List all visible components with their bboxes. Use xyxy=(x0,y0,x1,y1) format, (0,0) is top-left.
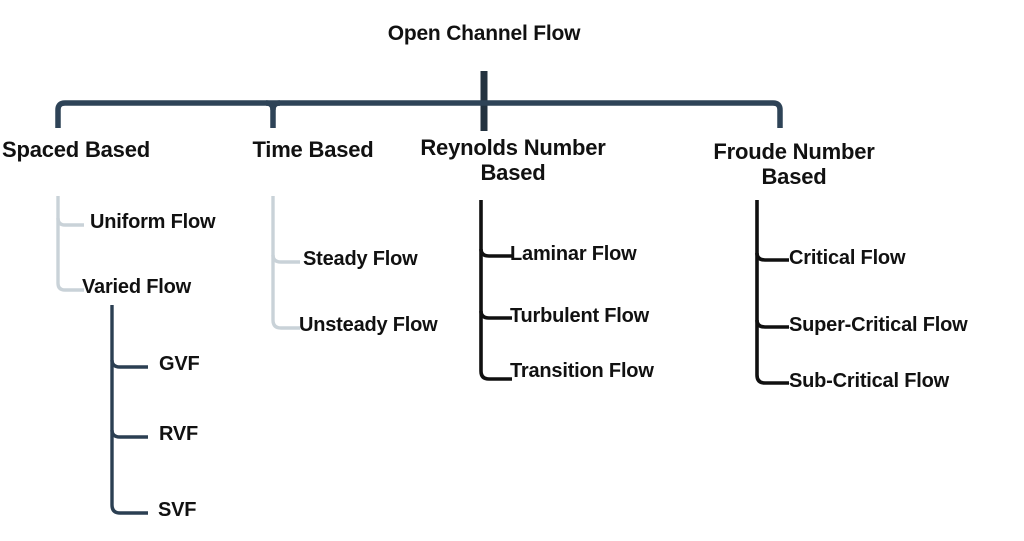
leaf-label-steady-flow: Steady Flow xyxy=(303,248,418,270)
leaf-label-uniform-flow: Uniform Flow xyxy=(90,211,216,233)
leaf-label-sub-critical-flow: Sub-Critical Flow xyxy=(789,370,949,392)
spaced-based-spine xyxy=(56,196,84,292)
leaf-label-gvf: GVF xyxy=(159,353,200,375)
froude-elbow-super-critical xyxy=(755,319,789,329)
branch-label-spaced-based: Spaced Based xyxy=(1,137,150,162)
froude-spine xyxy=(755,200,789,385)
leaf-label-turbulent-flow: Turbulent Flow xyxy=(510,305,650,327)
branch-label-froude-number-based: Froude Number Based xyxy=(713,139,875,189)
spaced-based-elbow-uniform xyxy=(56,217,84,227)
varied-flow-elbow-rvf xyxy=(110,429,148,439)
leaf-label-svf: SVF xyxy=(158,499,197,521)
leaf-label-varied-flow: Varied Flow xyxy=(82,276,191,298)
leaf-label-unsteady-flow: Unsteady Flow xyxy=(299,314,438,336)
leaf-label-laminar-flow: Laminar Flow xyxy=(510,243,637,265)
branch-label-reynolds-number-based: Reynolds Number Based xyxy=(420,135,606,185)
time-based-elbow-steady xyxy=(271,254,300,264)
branch-label-time-based: Time Based xyxy=(252,137,374,162)
leaf-label-critical-flow: Critical Flow xyxy=(789,247,906,269)
main-horizontal-bar xyxy=(55,100,783,128)
drop-time-based-right xyxy=(265,100,276,111)
froude-elbow-critical xyxy=(755,252,789,262)
varied-flow-spine xyxy=(110,305,148,515)
leaf-label-rvf: RVF xyxy=(159,423,199,445)
leaf-label-super-critical-flow: Super-Critical Flow xyxy=(789,314,968,336)
leaf-label-transition-flow: Transition Flow xyxy=(510,360,654,382)
varied-flow-elbow-gvf xyxy=(110,359,148,369)
time-based-spine xyxy=(271,196,300,330)
reynolds-spine xyxy=(479,200,512,381)
reynolds-elbow-laminar xyxy=(479,248,512,258)
reynolds-elbow-turbulent xyxy=(479,310,512,320)
root-node-open-channel-flow: Open Channel Flow xyxy=(387,22,581,45)
